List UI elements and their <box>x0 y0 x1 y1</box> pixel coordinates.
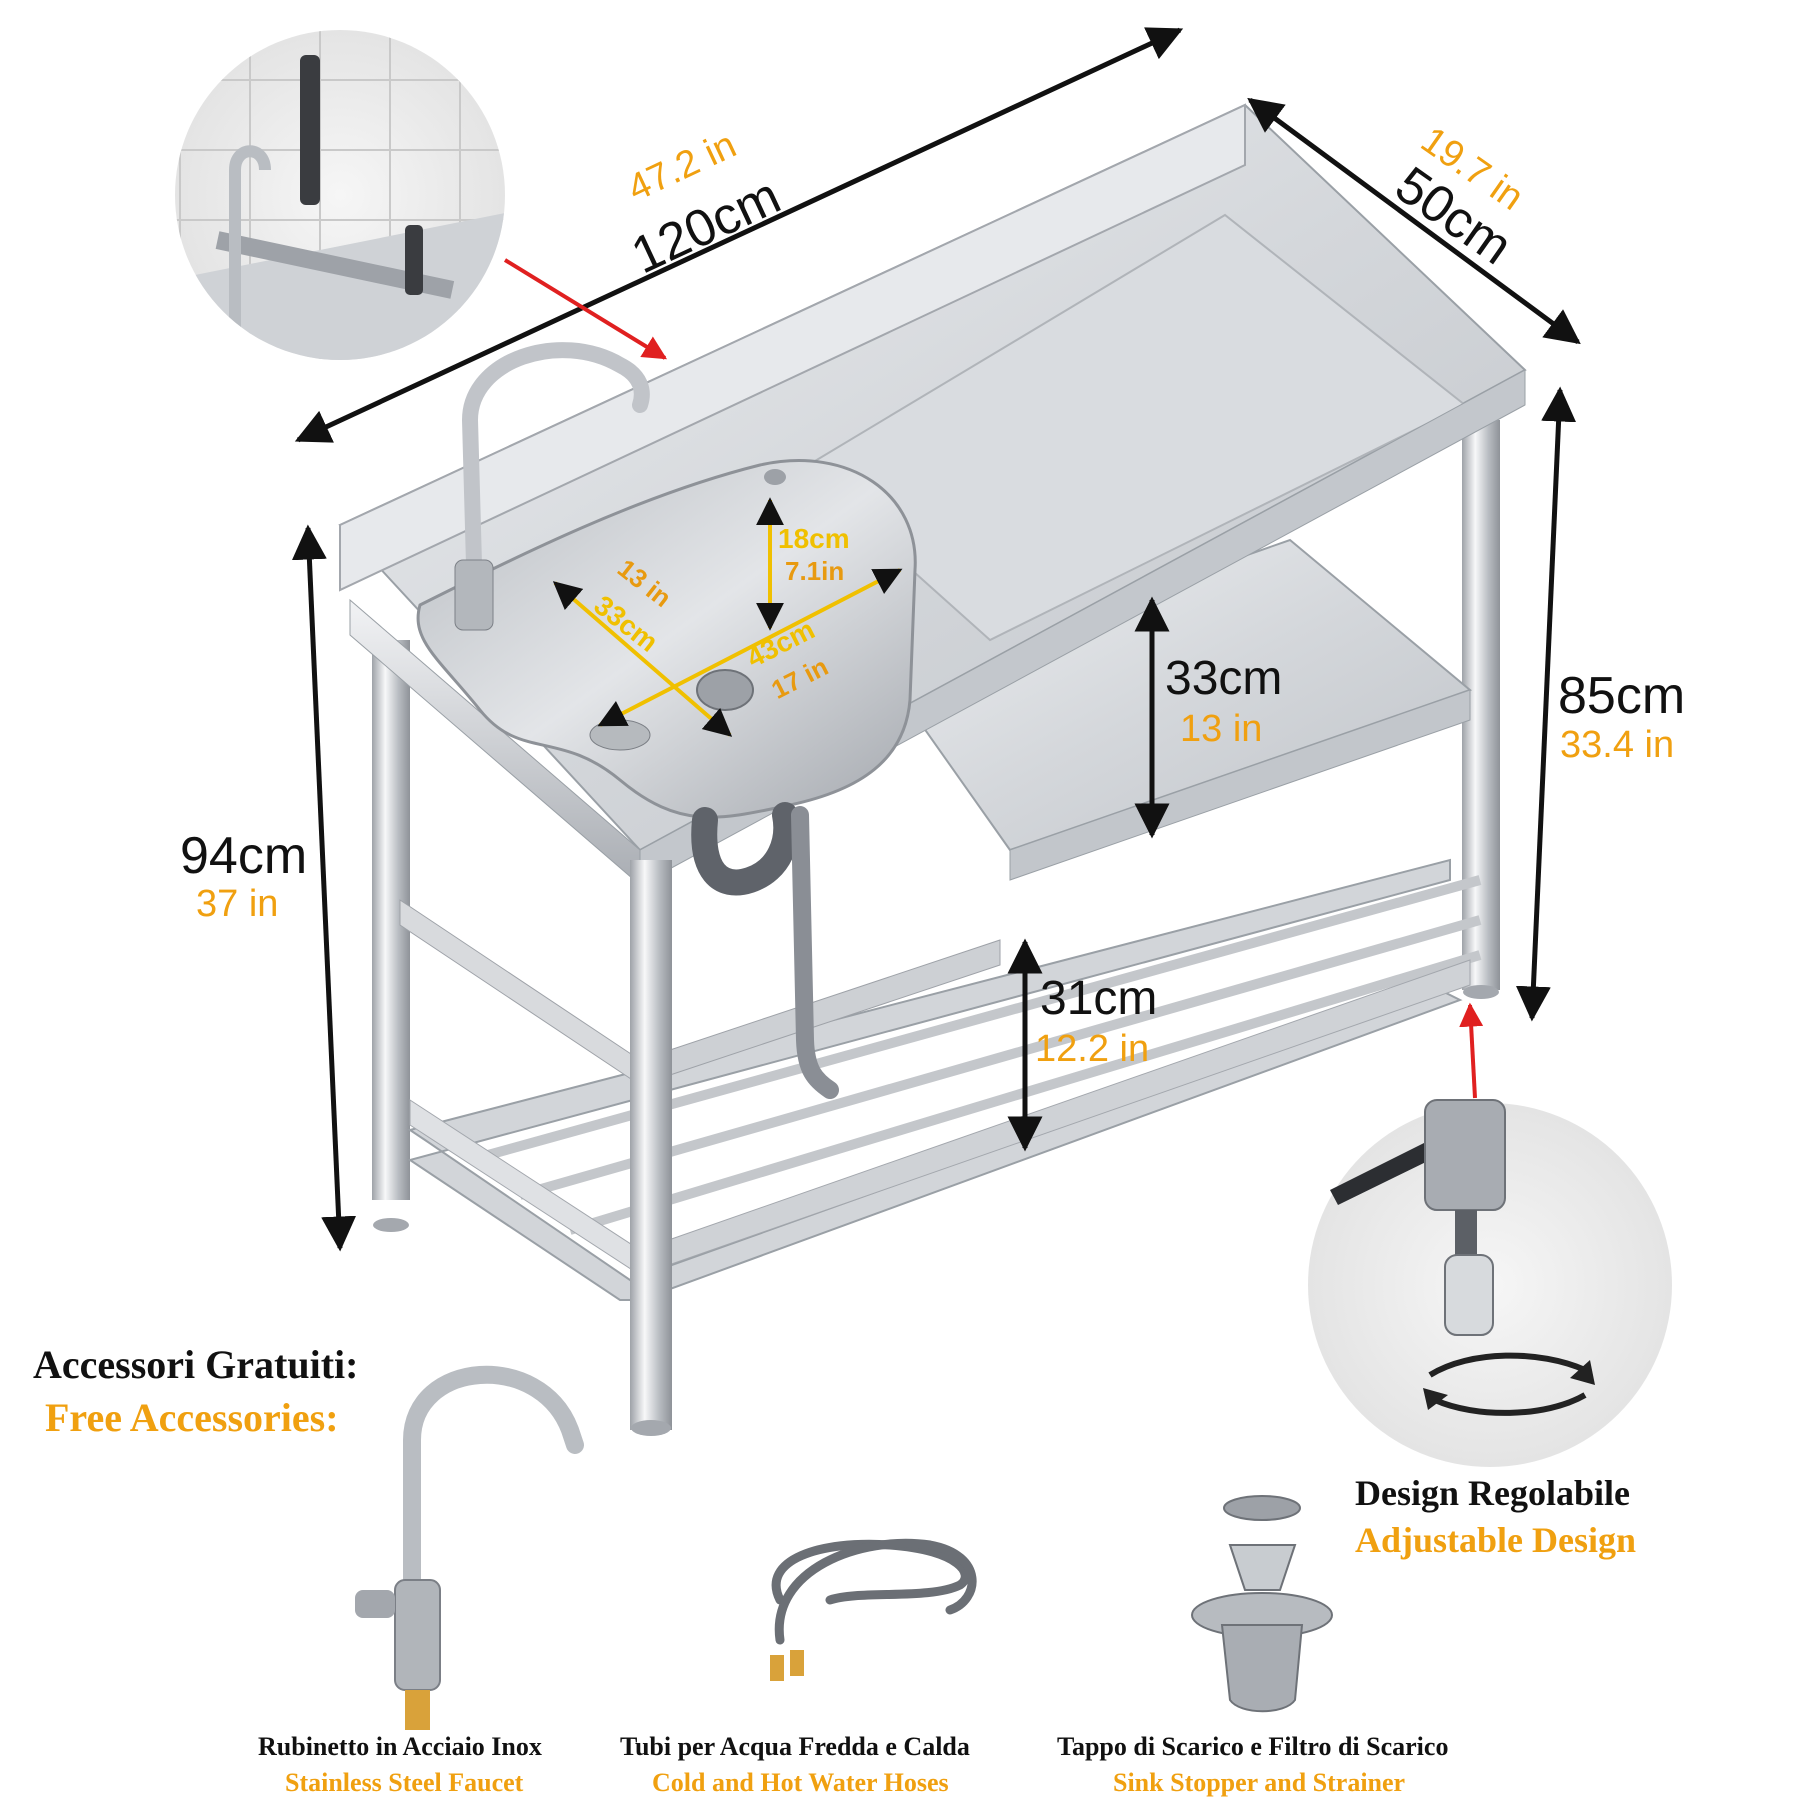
accessory-caption-it-0: Rubinetto in Acciaio Inox <box>258 1732 542 1761</box>
table-height-cm-label: 85cm <box>1558 667 1686 725</box>
adjustable-label-en: Adjustable Design <box>1355 1520 1637 1560</box>
bowl-depth-cm-label: 18cm <box>778 523 850 554</box>
drain-hose <box>791 806 839 1099</box>
accessory-caption-en-1: Cold and Hot Water Hoses <box>652 1768 949 1797</box>
accessory-caption-en-2: Sink Stopper and Strainer <box>1113 1768 1406 1797</box>
leg-front-left <box>630 860 672 1430</box>
table-height-in-label: 33.4 in <box>1560 724 1675 766</box>
width-dim-line <box>294 27 1184 443</box>
accessory-hoses-image <box>770 1538 977 1681</box>
total-height-cm-label: 94cm <box>180 827 308 885</box>
accessory-strainer-image <box>1191 1495 1333 1713</box>
total-height-dim-line <box>291 524 357 1252</box>
middle-frame <box>399 899 641 1086</box>
table-height-dim-line <box>1515 386 1577 1022</box>
strainer-basket <box>589 719 651 751</box>
foot-left <box>631 1420 671 1436</box>
backsplash-detail-content <box>175 30 505 360</box>
rotate-arrow-head-1 <box>1570 1360 1595 1385</box>
shelf-gap-in-label: 13 in <box>1180 708 1263 750</box>
foot-back-right <box>1463 985 1499 999</box>
adjustable-foot-content <box>1330 1099 1506 1336</box>
lower-gap-cm-label: 31cm <box>1040 972 1158 1025</box>
accessory-faucet-image <box>355 1365 584 1730</box>
lower-gap-in-label: 12.2 in <box>1035 1028 1150 1070</box>
faucet-hole <box>764 469 786 485</box>
inset-pointer-arrow <box>503 258 668 360</box>
foot-back-left <box>373 1218 409 1232</box>
adjustable-label-it: Design Regolabile <box>1355 1473 1630 1513</box>
bowl-length-dim-line <box>597 568 903 727</box>
drain-trap <box>691 802 800 896</box>
rotate-arrows-icon <box>1428 1352 1587 1416</box>
depth-dim-line <box>1247 97 1581 345</box>
accessories-heading-en: Free Accessories: <box>45 1395 339 1440</box>
accessory-caption-it-2: Tappo di Scarico e Filtro di Scarico <box>1057 1732 1449 1761</box>
shelf-gap-cm-label: 33cm <box>1165 652 1283 705</box>
accessory-caption-it-1: Tubi per Acqua Fredda e Calda <box>620 1732 970 1761</box>
faucet-body <box>454 559 494 631</box>
accessories-heading-it: Accessori Gratuiti: <box>33 1342 359 1387</box>
rotate-arrow-head-2 <box>1423 1388 1448 1410</box>
total-height-in-label: 37 in <box>196 883 279 925</box>
drain <box>696 669 754 711</box>
bowl-depth-in-label: 7.1in <box>785 556 845 586</box>
shelf-front <box>1009 689 1471 881</box>
foot-pointer-arrow <box>1459 1002 1484 1099</box>
accessory-caption-en-0: Stainless Steel Faucet <box>285 1768 524 1797</box>
